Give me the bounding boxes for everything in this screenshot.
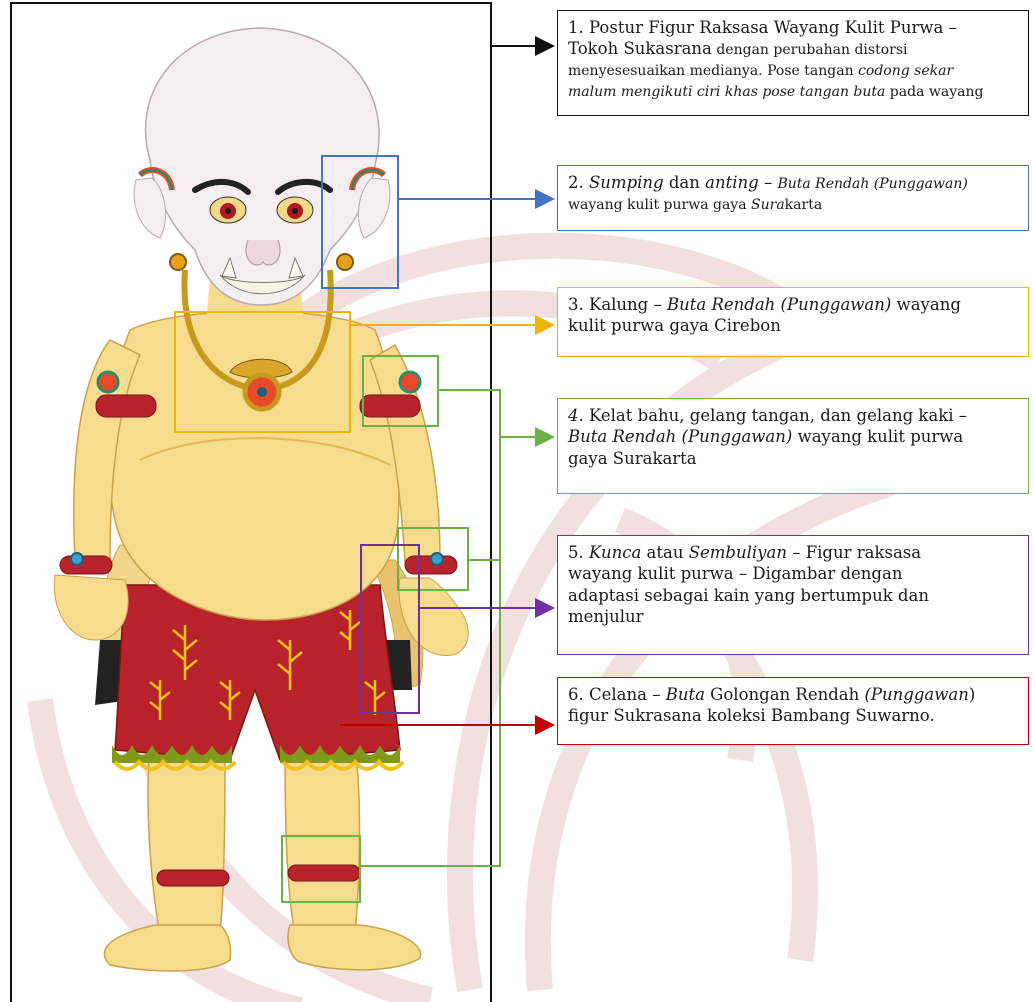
annotation-3-text: Buta Rendah (Punggawan) (667, 295, 891, 314)
annotation-2-text: 2. (568, 173, 589, 192)
annotation-4-kelat-gelang: 4. Kelat bahu, gelang tangan, dan gelang… (557, 398, 1029, 494)
annotation-4-text: gaya Surakarta (568, 449, 697, 468)
annotation-4-text: wayang kulit purwa (792, 427, 963, 446)
annotation-4-text: 4 (568, 406, 579, 425)
annotation-5-text: – Figur raksasa (787, 543, 921, 562)
annotation-2-text: Sumping (589, 173, 664, 192)
annotation-1-text: codong sekar (858, 63, 953, 79)
annotation-5-text: Kunca (589, 543, 641, 562)
annotation-1-text: pada wayang (885, 84, 983, 100)
annotation-4-text: Buta Rendah (Punggawan) (568, 427, 792, 446)
raksasa-figure (54, 28, 468, 971)
annotation-6-text: figur Sukrasana koleksi Bambang Suwarno. (568, 706, 935, 725)
annotation-2-text: dan (664, 173, 706, 192)
annotation-2-text: Buta Rendah (Punggawan) (777, 176, 967, 192)
annotation-2-text: – (759, 173, 778, 192)
annotation-6-text: 6. Celana – (568, 685, 666, 704)
annotation-1-text: Tokoh Sukasrana (568, 39, 712, 58)
annotation-5-text: Sembuliyan (689, 543, 787, 562)
annotation-3-text: kulit purwa gaya Cirebon (568, 316, 781, 335)
annotation-4-text: . Kelat bahu, gelang tangan, dan gelang … (579, 406, 968, 425)
annotation-6-text: Golongan Rendah (705, 685, 865, 704)
annotation-3-text: wayang (891, 295, 961, 314)
annotation-1-text: 1. Postur Figur Raksasa Wayang Kulit Pur… (568, 18, 957, 37)
annotation-1-postur: 1. Postur Figur Raksasa Wayang Kulit Pur… (557, 10, 1029, 116)
annotation-2-text: Sura (751, 197, 785, 213)
annotation-5-text: 5. (568, 543, 589, 562)
annotation-1-text: malum mengikuti ciri khas pose tangan bu… (568, 84, 885, 100)
annotation-3-kalung: 3. Kalung – Buta Rendah (Punggawan) waya… (557, 287, 1029, 357)
annotation-2-text: wayang kulit purwa gaya (568, 197, 751, 213)
annotation-6-text: (Punggawan (865, 685, 969, 704)
annotation-5-text: adaptasi sebagai kain yang bertumpuk dan (568, 586, 929, 605)
annotation-5-text: wayang kulit purwa – Digambar dengan (568, 564, 902, 583)
annotation-1-text: dengan perubahan distorsi (712, 42, 908, 58)
annotation-2-text: karta (785, 197, 823, 213)
annotation-2-sumping: 2. Sumping dan anting – Buta Rendah (Pun… (557, 165, 1029, 231)
annotation-3-text: 3. Kalung – (568, 295, 667, 314)
annotation-6-text: Buta (666, 685, 705, 704)
annotation-5-kunca: 5. Kunca atau Sembuliyan – Figur raksasa… (557, 535, 1029, 655)
annotation-6-text: ) (969, 685, 975, 704)
annotation-6-celana: 6. Celana – Buta Golongan Rendah (Pungga… (557, 677, 1029, 745)
annotation-1-text: menyesesuaikan medianya. Pose tangan (568, 63, 858, 79)
annotation-5-text: atau (641, 543, 688, 562)
annotation-2-text: anting (705, 173, 759, 192)
annotation-5-text: menjulur (568, 607, 644, 626)
